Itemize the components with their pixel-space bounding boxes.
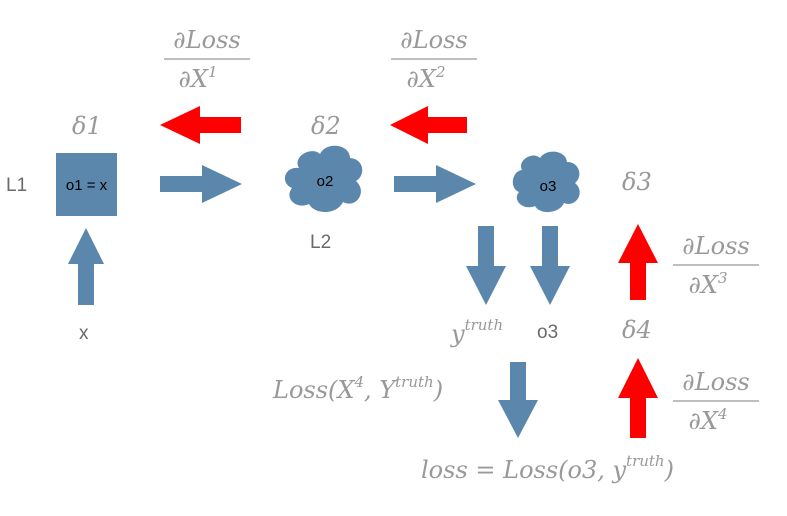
- gradient-4-denominator: ∂X4: [688, 405, 727, 435]
- gradient-3-numerator: ∂Loss: [682, 232, 749, 260]
- loss-fn-sup2: truth: [395, 373, 434, 391]
- forward-arrows: [68, 165, 570, 438]
- loss-fn-mid: , Y: [364, 376, 397, 404]
- loss-equation: loss = Loss(o3, ytruth): [421, 452, 674, 484]
- node-o3-label: o3: [540, 178, 557, 195]
- down-arrow-o3: [530, 226, 570, 305]
- node-o2: o2: [284, 145, 363, 213]
- y-truth-label: ytruth: [450, 316, 503, 348]
- gradient-1-numerator: ∂Loss: [173, 26, 240, 54]
- forward-arrow-1-2: [160, 165, 242, 203]
- loss-fn-pre: Loss(X: [272, 376, 355, 404]
- gradient-4-den-base: ∂X: [688, 407, 718, 435]
- gradient-1-den-sup: 1: [208, 63, 218, 81]
- gradient-1: ∂Loss ∂X1: [164, 26, 250, 93]
- backward-arrow-to-l2: [390, 106, 467, 144]
- gradient-2-den-base: ∂X: [406, 65, 436, 93]
- gradient-2-numerator: ∂Loss: [400, 26, 467, 54]
- forward-arrow-2-3: [394, 165, 476, 203]
- down-arrow-loss: [498, 362, 538, 438]
- node-o3-cloud: [512, 151, 580, 213]
- loss-eq-post: ): [664, 456, 674, 484]
- node-o2-cloud: [284, 145, 363, 213]
- gradient-4: ∂Loss ∂X4: [673, 368, 759, 435]
- input-arrow-up: [68, 228, 104, 305]
- backward-arrow-to-l1: [160, 106, 241, 144]
- gradient-2-den-sup: 2: [435, 63, 446, 81]
- node-o2-label: o2: [317, 173, 334, 190]
- gradient-1-den-base: ∂X: [178, 65, 208, 93]
- y-truth-base: y: [450, 320, 465, 348]
- input-label-x: x: [79, 323, 89, 344]
- delta-2: δ2: [311, 112, 341, 140]
- loss-fn-sup1: 4: [353, 373, 364, 391]
- node-o1: o1 = x: [56, 153, 117, 216]
- gradient-2-denominator: ∂X2: [406, 63, 445, 93]
- down-arrow-ytruth: [466, 226, 506, 305]
- gradient-3: ∂Loss ∂X3: [673, 232, 759, 299]
- node-o1-box: [56, 153, 117, 216]
- node-o1-label: o1 = x: [66, 177, 108, 194]
- gradient-3-den-base: ∂X: [688, 271, 718, 299]
- loss-eq-sup: truth: [626, 452, 665, 470]
- gradient-4-numerator: ∂Loss: [682, 368, 749, 396]
- gradient-4-den-sup: 4: [717, 405, 728, 423]
- gradient-3-den-sup: 3: [718, 269, 728, 287]
- node-o3: o3: [512, 151, 580, 213]
- y-truth-sup: truth: [465, 316, 504, 334]
- delta-3: δ3: [622, 168, 652, 196]
- gradient-1-denominator: ∂X1: [178, 63, 217, 93]
- delta-4: δ4: [622, 316, 652, 344]
- layer-label-l2: L2: [310, 232, 331, 253]
- gradient-2: ∂Loss ∂X2: [391, 26, 477, 93]
- backward-arrows: [160, 106, 658, 438]
- delta-1: δ1: [72, 112, 102, 140]
- gradient-3-denominator: ∂X3: [688, 269, 727, 299]
- layer-label-l1: L1: [6, 175, 27, 196]
- loss-function-label: Loss(X4, Ytruth): [272, 373, 443, 404]
- backward-arrow-up-d4: [618, 358, 658, 438]
- loss-fn-post: ): [433, 376, 443, 404]
- loss-eq-pre: loss = Loss(o3, y: [421, 456, 626, 484]
- output-label-o3: o3: [537, 322, 558, 343]
- backward-arrow-up-d3: [618, 224, 658, 300]
